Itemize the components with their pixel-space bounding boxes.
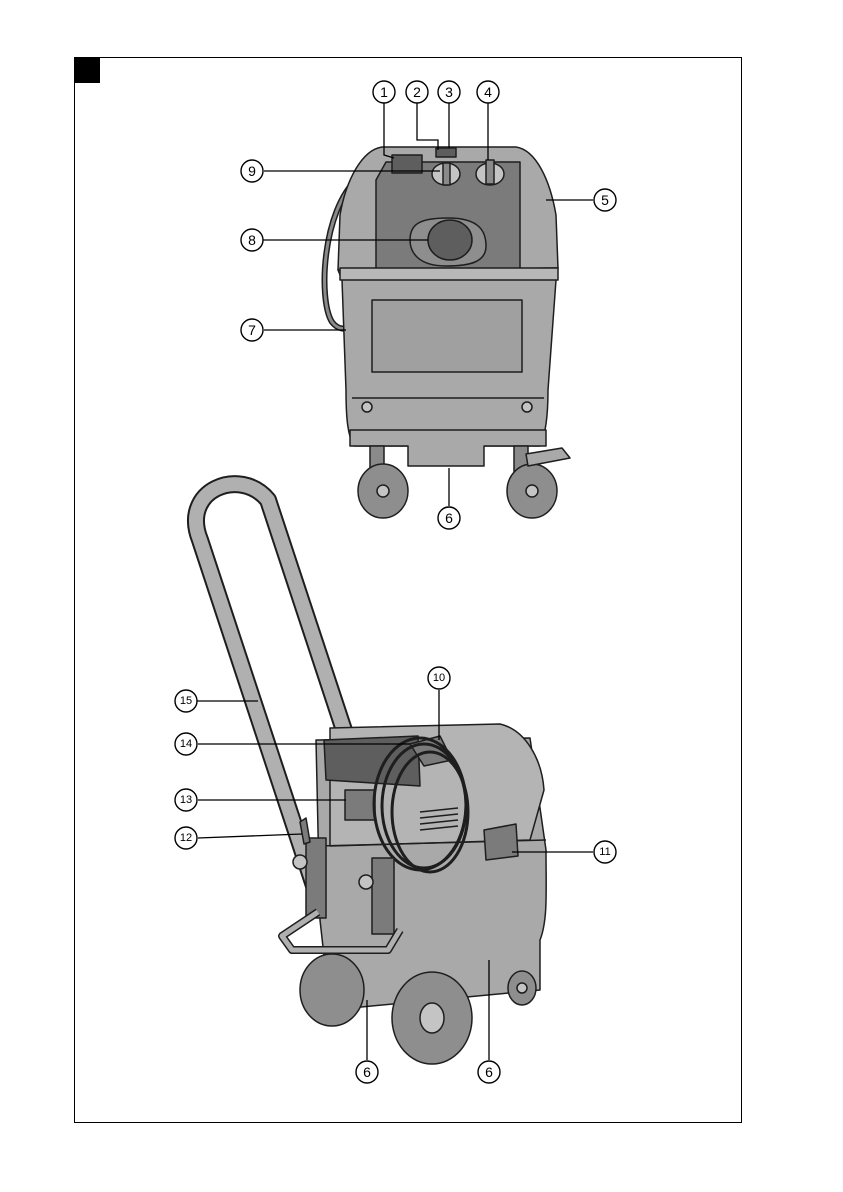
trolley-bracket-right (372, 858, 394, 934)
container-latch (484, 824, 518, 860)
callout-15: 15 (175, 690, 197, 712)
display-window (392, 155, 422, 173)
indicator-window (436, 148, 456, 157)
callout-9-label: 9 (248, 163, 256, 179)
container-recess (372, 300, 522, 372)
callout-10-label: 10 (433, 672, 445, 684)
callout-4: 4 (477, 81, 499, 103)
callout-13: 13 (175, 789, 197, 811)
callout-14: 14 (175, 733, 197, 755)
rear-wheel-left (300, 954, 364, 1026)
callout-14-label: 14 (180, 738, 192, 750)
callout-6-front-label: 6 (445, 510, 453, 526)
callout-6-rear-left: 6 (356, 1061, 378, 1083)
container-rim (340, 268, 558, 280)
callout-11: 11 (594, 841, 616, 863)
callout-2-label: 2 (413, 84, 421, 100)
callout-6-rear-right: 6 (478, 1061, 500, 1083)
suction-port (428, 220, 472, 260)
callout-11-label: 11 (599, 846, 610, 858)
callout-2: 2 (406, 81, 428, 103)
callout-7: 7 (241, 319, 263, 341)
callout-8-label: 8 (248, 232, 256, 248)
vacuum-front-view (325, 147, 570, 518)
callout-1-label: 1 (380, 84, 388, 100)
callout-9: 9 (241, 160, 263, 182)
callout-13-label: 13 (180, 794, 192, 806)
screw-left (362, 402, 372, 412)
callout-6-rear-left-label: 6 (363, 1064, 371, 1080)
callout-4-label: 4 (484, 84, 492, 100)
clamp-knob-left (293, 855, 307, 869)
callout-6-front: 6 (438, 507, 460, 529)
callout-15-label: 15 (180, 695, 192, 707)
callout-6-rear-right-label: 6 (485, 1064, 493, 1080)
callout-3: 3 (438, 81, 460, 103)
vacuum-rear-view (196, 484, 546, 1064)
hose-bracket (345, 790, 375, 820)
callout-1: 1 (373, 81, 395, 103)
brake-pedal (526, 448, 570, 466)
callout-8: 8 (241, 229, 263, 251)
callout-5-label: 5 (601, 192, 609, 208)
callout-12: 12 (175, 827, 197, 849)
callout-3-label: 3 (445, 84, 453, 100)
callout-12-label: 12 (180, 832, 192, 844)
callout-7-label: 7 (248, 322, 256, 338)
clamp-knob-right (359, 875, 373, 889)
callout-5: 5 (594, 189, 616, 211)
callout-10: 10 (428, 667, 450, 689)
screw-right (522, 402, 532, 412)
trolley-bracket-left (306, 838, 326, 918)
